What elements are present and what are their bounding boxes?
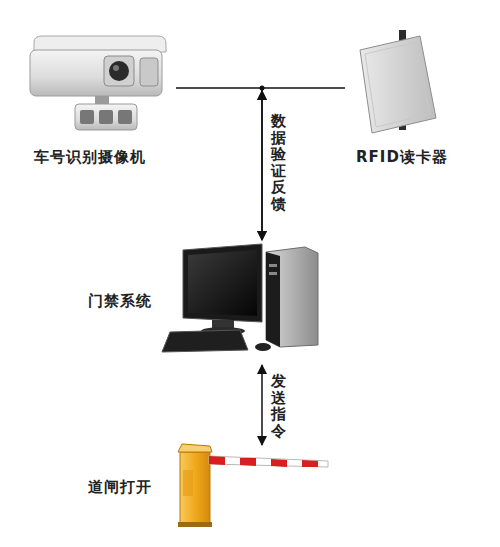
node-label: 道闸打开	[88, 478, 152, 497]
computer-illustration	[162, 244, 318, 352]
connector	[257, 88, 345, 240]
camera-node: 车号识别摄像机	[20, 30, 176, 171]
camera-illustration	[30, 36, 166, 130]
edge-label: 数据验证反馈	[271, 112, 286, 213]
node-label: RFID读卡器	[356, 148, 448, 167]
access-system-node: 门禁系统	[85, 240, 322, 362]
rfid-reader-node: RFID读卡器	[345, 30, 475, 171]
connector	[262, 365, 263, 445]
barrier-gate-node: 道闸打开	[85, 446, 335, 530]
rfid-reader-illustration	[360, 30, 436, 133]
node-label: 门禁系统	[88, 292, 152, 311]
barrier-gate-illustration	[178, 444, 328, 527]
connector	[176, 88, 267, 240]
edge-label: 发送指令	[271, 372, 286, 440]
node-label: 车号识别摄像机	[34, 148, 146, 167]
junction-dot	[260, 86, 265, 91]
